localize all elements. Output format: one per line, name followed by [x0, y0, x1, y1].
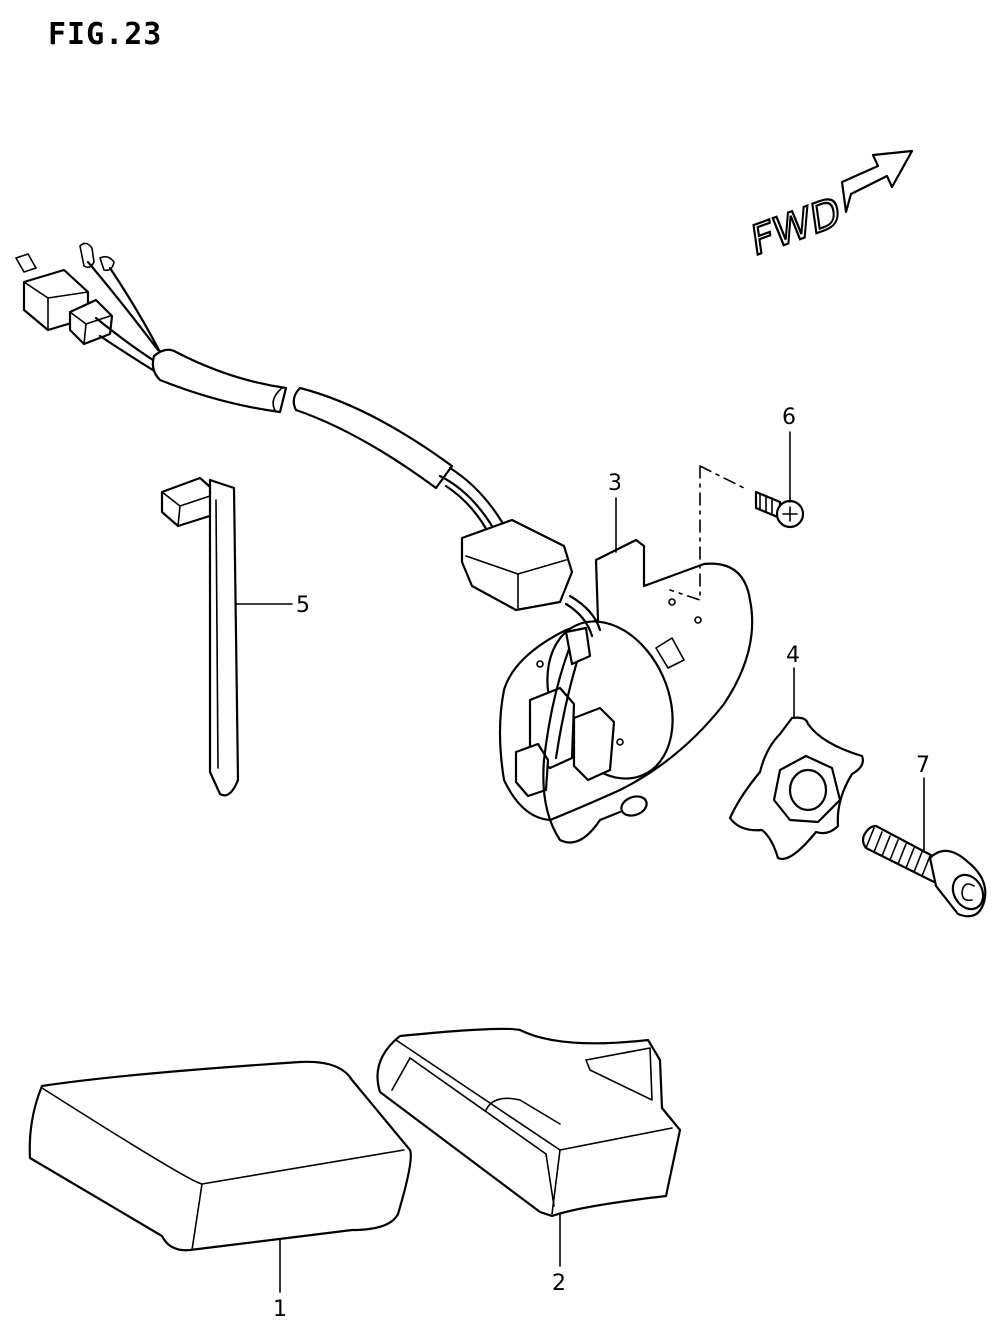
callout-1: 1: [273, 1239, 287, 1322]
screw: [669, 465, 805, 601]
callout-label-1: 1: [273, 1297, 287, 1322]
callout-label-4: 4: [786, 643, 800, 668]
forward-label: FWD: [749, 186, 843, 266]
callout-label-5: 5: [296, 593, 310, 618]
rotor-trigger: [728, 716, 864, 861]
callout-label-7: 7: [916, 753, 930, 778]
ground-terminal: [620, 795, 648, 817]
wire-harness: [15, 242, 574, 612]
harness-sleeve-lower: [292, 386, 454, 490]
callout-2: 2: [552, 1213, 566, 1296]
cable-tie: [160, 476, 240, 797]
callout-7: 7: [916, 753, 930, 853]
pulser-coil-base-plate: [498, 538, 754, 844]
callout-label-2: 2: [552, 1271, 566, 1296]
callout-label-3: 3: [608, 471, 622, 496]
cdi-holder: [376, 1027, 682, 1218]
harness-sleeve-upper: [151, 348, 288, 414]
callout-4: 4: [786, 643, 800, 719]
figure-title: FIG.23: [48, 17, 162, 52]
cdi-unit: [28, 1060, 412, 1252]
hollow-arrow-icon: [840, 149, 914, 214]
harness-grommet: [460, 518, 574, 612]
bolt: [861, 824, 987, 918]
callout-5: 5: [235, 593, 310, 618]
callout-label-6: 6: [782, 405, 796, 430]
forward-direction-marker: FWD: [748, 149, 914, 267]
callout-3: 3: [608, 471, 622, 553]
callout-6: 6: [782, 405, 796, 503]
